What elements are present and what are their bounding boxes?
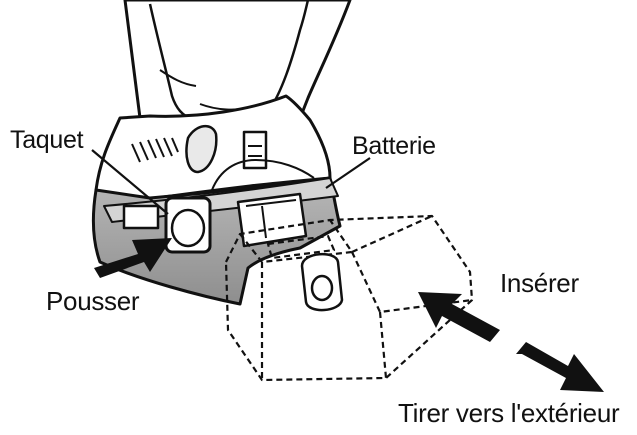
taquet-label: Taquet xyxy=(10,126,84,154)
arrow-right-icon xyxy=(94,238,172,278)
arrow-down-right-icon xyxy=(516,342,604,392)
pousser-label: Pousser xyxy=(46,286,140,316)
batterie-leader-line xyxy=(325,157,371,189)
leader-lines xyxy=(91,149,371,215)
arrow-up-left-icon xyxy=(418,292,500,342)
latch-button xyxy=(164,196,212,254)
taquet-leader-line xyxy=(91,149,169,215)
inserer-label: Insérer xyxy=(500,268,579,298)
tirer-label: Tirer vers l'extérieur xyxy=(398,398,620,428)
tool-housing xyxy=(94,94,332,208)
batterie-label: Batterie xyxy=(352,132,436,160)
battery-pack xyxy=(224,214,474,382)
tool-base xyxy=(91,176,342,306)
